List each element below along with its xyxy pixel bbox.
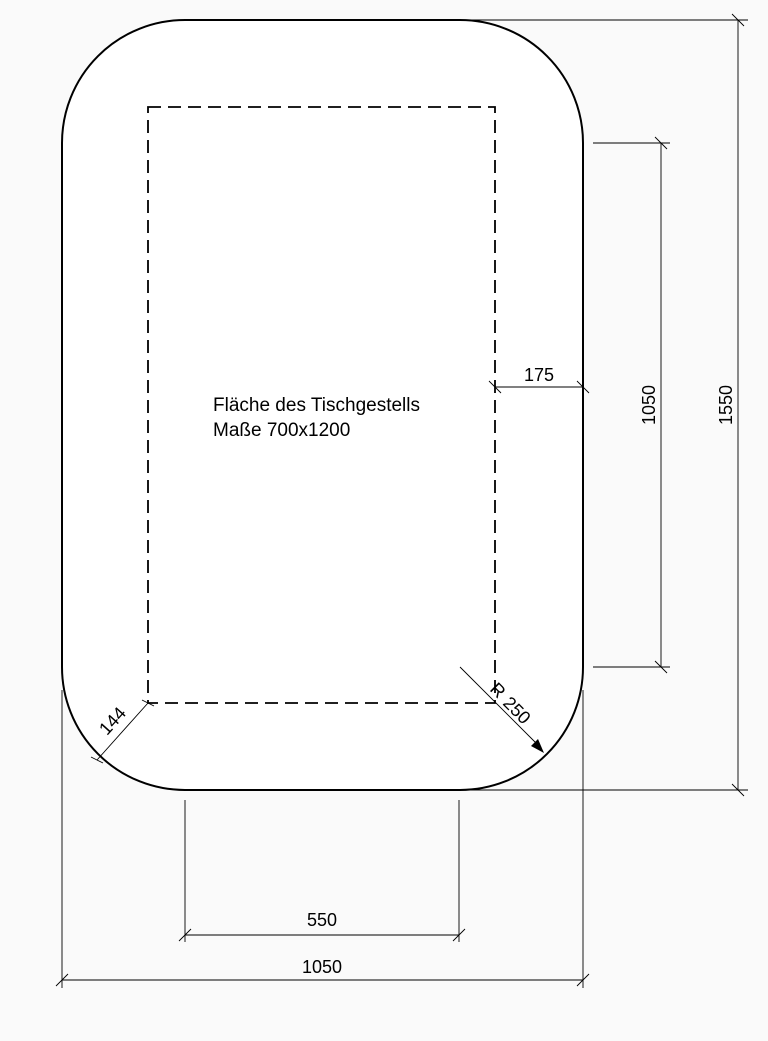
radius-arrowhead [531,739,544,753]
straight-width-value: 550 [307,910,337,930]
frame-label-line2: Maße 700x1200 [213,420,350,441]
overall-height-value: 1550 [716,385,736,425]
overall-width-value: 1050 [302,957,342,977]
straight-height-value: 1050 [639,385,659,425]
dimension-overall-width: 1050 [55,690,590,988]
dimension-overall-height: 1550 [460,13,748,797]
dimension-side-margin: 175 [488,365,590,394]
dimension-straight-height: 1050 [593,136,670,674]
dimension-straight-width: 550 [178,800,466,942]
frame-label-line1: Fläche des Tischgestells [213,395,420,416]
frame-area-dashed [147,106,496,704]
side-margin-value: 175 [524,365,554,385]
